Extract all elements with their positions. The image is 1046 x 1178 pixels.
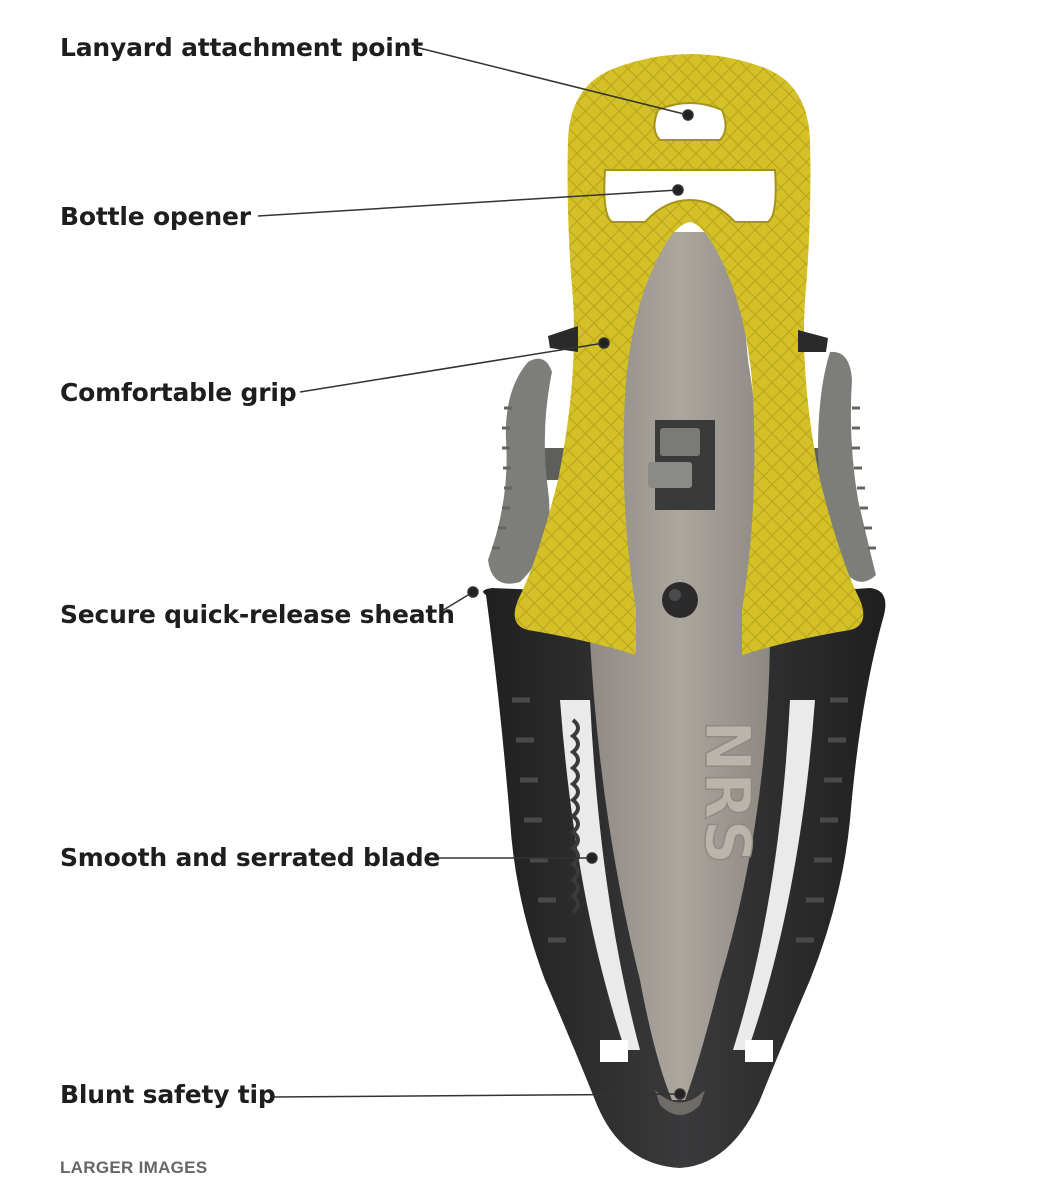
leader-sheath <box>439 591 474 613</box>
leader-lines <box>257 46 694 1100</box>
leader-lanyard <box>414 46 689 116</box>
leader-tip <box>271 1093 681 1098</box>
handle <box>514 54 864 655</box>
release-latch <box>648 420 715 510</box>
callout-blade-label: Smooth and serrated blade <box>60 843 441 872</box>
pivot-rivet <box>662 582 698 618</box>
larger-images-link[interactable]: LARGER IMAGES <box>60 1158 208 1177</box>
callout-grip-label: Comfortable grip <box>60 378 297 407</box>
blade-logo: NRS <box>691 720 764 864</box>
blade: NRS <box>569 232 770 1115</box>
callout-lanyard-label: Lanyard attachment point <box>60 33 423 62</box>
callout-sheath-label: Secure quick-release sheath <box>60 600 455 629</box>
leader-opener <box>257 189 679 217</box>
callout-tip-label: Blunt safety tip <box>60 1080 276 1109</box>
sheath-top-tab-right <box>798 330 828 352</box>
sheath-top-tab-left <box>548 326 578 352</box>
callout-bottle-opener-label: Bottle opener <box>60 202 251 231</box>
leader-grip <box>299 342 605 393</box>
